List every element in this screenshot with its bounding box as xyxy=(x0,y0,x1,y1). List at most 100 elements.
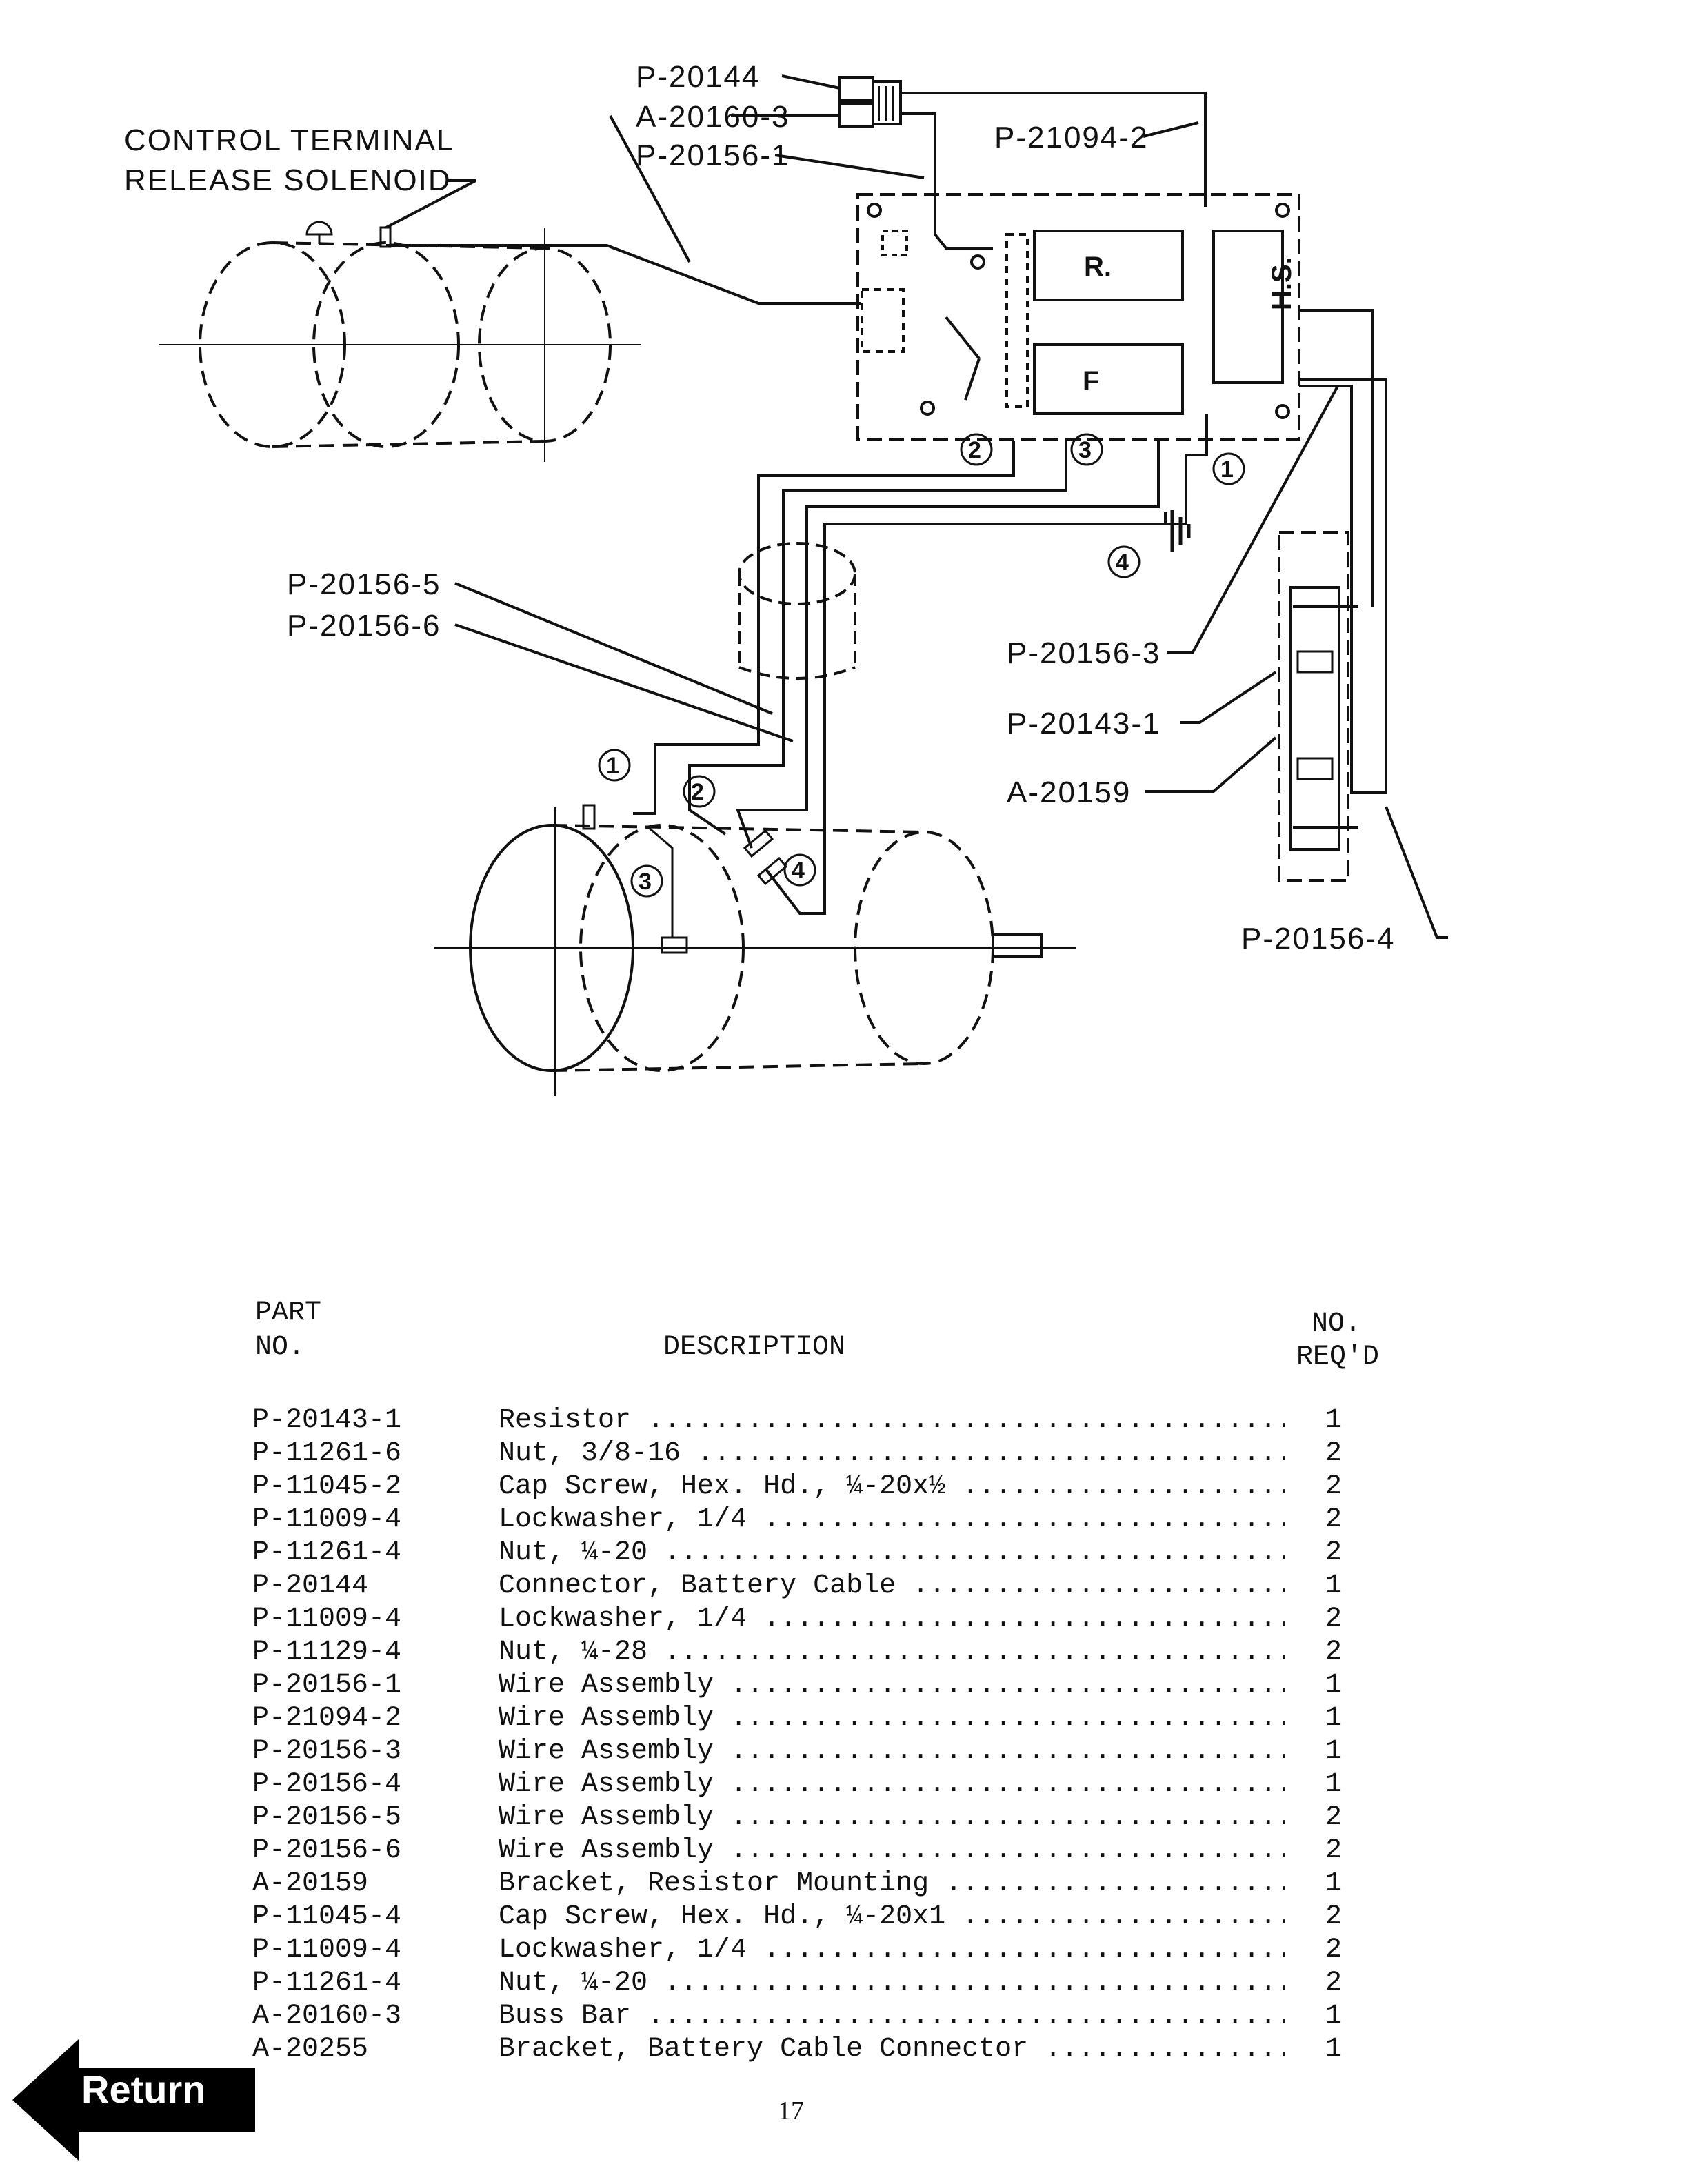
part-description: Connector, Battery Cable xyxy=(499,1570,1285,1601)
table-row: P-11261-4 Nut, ¼-20 2 xyxy=(0,1537,1688,1570)
heat-sink-hs-mark: H.S. xyxy=(1267,256,1297,310)
part-number: A-20255 xyxy=(252,2034,369,2065)
wiring-diagram: CONTROL TERMINAL RELEASE SOLENOID P-2014… xyxy=(124,60,1448,1096)
terminal-number-3-motor: 3 xyxy=(639,869,652,895)
terminal-number-1-panel: 1 xyxy=(1220,456,1234,483)
part-description: Wire Assembly xyxy=(499,1736,1285,1767)
part-quantity: 2 xyxy=(1325,1802,1343,1833)
control-terminal-label: CONTROL TERMINAL xyxy=(124,123,454,157)
return-button[interactable] xyxy=(12,2039,255,2161)
part-number: P-20156-4 xyxy=(252,1769,402,1800)
table-row: P-20156-3 Wire Assembly 1 xyxy=(0,1736,1688,1769)
part-description: Bracket, Resistor Mounting xyxy=(499,1868,1285,1899)
part-description: Cap Screw, Hex. Hd., ¼-20x1 xyxy=(499,1901,1285,1932)
part-description: Wire Assembly xyxy=(499,1703,1285,1734)
part-description: Lockwasher, 1/4 xyxy=(499,1934,1285,1965)
qty-header-line2: REQ'D xyxy=(1296,1342,1380,1373)
part-description: Nut, ¼-20 xyxy=(499,1968,1285,1999)
qty-header-line1: NO. xyxy=(1312,1308,1362,1339)
part-number: P-11009-4 xyxy=(252,1504,402,1535)
release-solenoid-label: RELEASE SOLENOID xyxy=(124,163,452,197)
p-21094-2-label: P-21094-2 xyxy=(994,121,1148,154)
part-quantity: 2 xyxy=(1325,1471,1343,1502)
part-description: Wire Assembly xyxy=(499,1835,1285,1866)
p-20156-6-label: P-20156-6 xyxy=(287,609,441,643)
part-number: A-20159 xyxy=(252,1868,369,1899)
part-quantity: 2 xyxy=(1325,1934,1343,1965)
part-description: Wire Assembly xyxy=(499,1802,1285,1833)
part-number: P-20143-1 xyxy=(252,1405,402,1436)
part-quantity: 2 xyxy=(1325,1537,1343,1568)
terminal-number-2-panel: 2 xyxy=(968,437,981,463)
terminal-number-4-motor: 4 xyxy=(792,858,805,884)
table-row: P-11009-4 Lockwasher, 1/4 2 xyxy=(0,1934,1688,1968)
table-row: P-20144 Connector, Battery Cable 1 xyxy=(0,1570,1688,1604)
description-header: DESCRIPTION xyxy=(663,1332,846,1363)
battery-cable-connector-drawing xyxy=(838,76,902,128)
table-row: P-21094-2 Wire Assembly 1 xyxy=(0,1703,1688,1736)
part-quantity: 1 xyxy=(1325,1736,1343,1767)
part-number: P-20144 xyxy=(252,1570,369,1601)
table-row: P-20156-1 Wire Assembly 1 xyxy=(0,1670,1688,1703)
part-number: P-11009-4 xyxy=(252,1604,402,1635)
part-number: P-11261-4 xyxy=(252,1537,402,1568)
part-quantity: 2 xyxy=(1325,1901,1343,1932)
table-row: A-20160-3 Buss Bar 1 xyxy=(0,2001,1688,2034)
part-description: Wire Assembly xyxy=(499,1769,1285,1800)
terminal-number-1-motor: 1 xyxy=(606,753,619,779)
part-no-header-line2: NO. xyxy=(255,1332,305,1363)
part-no-header-line1: PART xyxy=(255,1297,322,1328)
part-quantity: 2 xyxy=(1325,1637,1343,1668)
table-row: P-11045-4 Cap Screw, Hex. Hd., ¼-20x1 2 xyxy=(0,1901,1688,1934)
part-quantity: 1 xyxy=(1325,2001,1343,2032)
part-description: Nut, 3/8-16 xyxy=(499,1438,1285,1469)
resistor-r-mark: R. xyxy=(1084,252,1112,282)
part-number: P-20156-5 xyxy=(252,1802,402,1833)
part-description: Nut, ¼-20 xyxy=(499,1537,1285,1568)
part-description: Resistor xyxy=(499,1405,1285,1436)
part-description: Buss Bar xyxy=(499,2001,1285,2032)
part-number: P-11261-4 xyxy=(252,1968,402,1999)
field-f-mark: F xyxy=(1083,366,1099,396)
part-quantity: 1 xyxy=(1325,1868,1343,1899)
part-description: Cap Screw, Hex. Hd., ¼-20x½ xyxy=(499,1471,1285,1502)
p-20156-1-label: P-20156-1 xyxy=(636,139,790,172)
part-quantity: 1 xyxy=(1325,1670,1343,1701)
cable-cylinder-drawing xyxy=(738,542,856,680)
part-quantity: 1 xyxy=(1325,1769,1343,1800)
part-number: P-11045-4 xyxy=(252,1901,402,1932)
part-number: P-20156-3 xyxy=(252,1736,402,1767)
control-panel-drawing xyxy=(856,193,1300,441)
part-quantity: 1 xyxy=(1325,1405,1343,1436)
p-20144-label: P-20144 xyxy=(636,60,760,94)
part-quantity: 2 xyxy=(1325,1438,1343,1469)
terminal-number-2-motor: 2 xyxy=(691,779,704,805)
part-number: P-11045-2 xyxy=(252,1471,402,1502)
resistor-bracket-drawing xyxy=(1278,531,1358,882)
part-number: P-11009-4 xyxy=(252,1934,402,1965)
part-quantity: 2 xyxy=(1325,1835,1343,1866)
p-20156-5-label: P-20156-5 xyxy=(287,567,441,601)
part-quantity: 1 xyxy=(1325,1703,1343,1734)
table-row: P-11045-2 Cap Screw, Hex. Hd., ¼-20x½ 2 xyxy=(0,1471,1688,1504)
table-row: P-11261-6 Nut, 3/8-16 2 xyxy=(0,1438,1688,1471)
p-20156-4-label: P-20156-4 xyxy=(1241,922,1395,956)
a-20159-label: A-20159 xyxy=(1007,776,1131,809)
part-number: P-11129-4 xyxy=(252,1637,402,1668)
part-number: P-20156-6 xyxy=(252,1835,402,1866)
terminal-number-3-panel: 3 xyxy=(1078,437,1092,463)
part-number: A-20160-3 xyxy=(252,2001,402,2032)
part-description: Lockwasher, 1/4 xyxy=(499,1604,1285,1635)
p-20156-3-label: P-20156-3 xyxy=(1007,636,1160,670)
a-20160-3-label: A-20160-3 xyxy=(636,100,790,134)
p-20143-1-label: P-20143-1 xyxy=(1007,707,1160,740)
table-row: P-11009-4 Lockwasher, 1/4 2 xyxy=(0,1504,1688,1537)
table-row: P-20143-1 Resistor 1 xyxy=(0,1405,1688,1438)
table-row: A-20255 Bracket, Battery Cable Connector… xyxy=(0,2034,1688,2067)
table-row: P-11009-4 Lockwasher, 1/4 2 xyxy=(0,1604,1688,1637)
part-description: Wire Assembly xyxy=(499,1670,1285,1701)
part-quantity: 1 xyxy=(1325,1570,1343,1601)
terminal-number-4-ground: 4 xyxy=(1116,549,1129,576)
part-quantity: 2 xyxy=(1325,1604,1343,1635)
part-description: Lockwasher, 1/4 xyxy=(499,1504,1285,1535)
